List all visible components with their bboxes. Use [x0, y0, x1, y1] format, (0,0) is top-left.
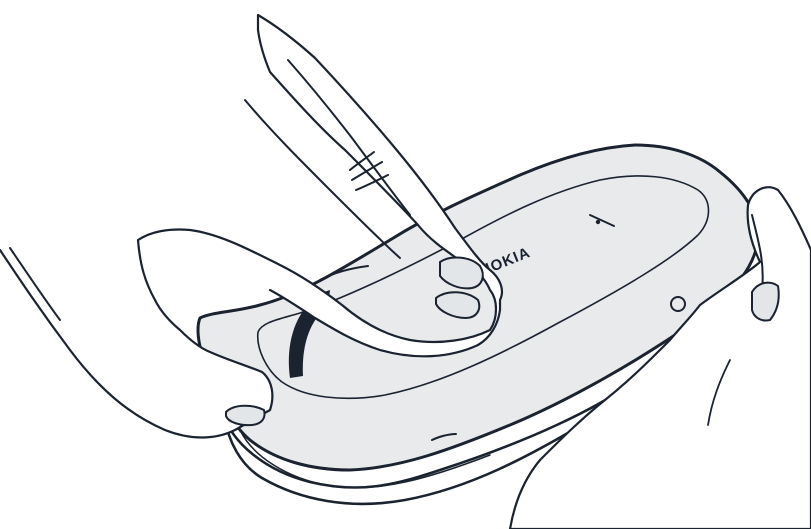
left-thumbnail: [226, 406, 265, 425]
